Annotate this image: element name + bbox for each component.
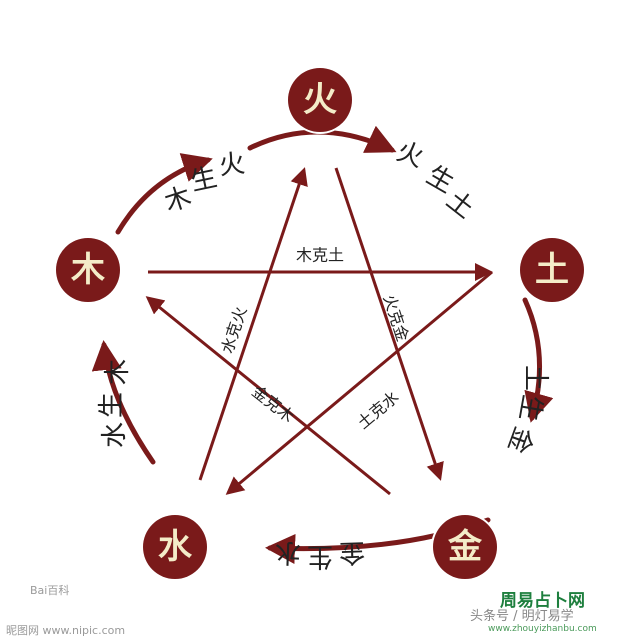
brand-watermark: 周易占卜网 xyxy=(500,591,585,611)
controlling-arrow-5 xyxy=(198,167,308,481)
toutiao-watermark: 头条号 / 明灯易学 xyxy=(470,609,574,624)
controlling-arrow-4 xyxy=(145,296,391,496)
generating-arrow-fire-earth xyxy=(247,125,397,153)
generating-label-char: 木 xyxy=(103,359,133,385)
controlling-arrow-2 xyxy=(334,167,444,481)
controlling-arrow-3 xyxy=(225,270,493,495)
element-label: 火 xyxy=(303,80,337,120)
controlling-label: 金克木 xyxy=(248,382,298,427)
baidu-watermark: Bai百科 xyxy=(30,584,70,597)
generating-label-char: 火 xyxy=(393,136,428,173)
generating-label-char: 水 xyxy=(100,422,130,448)
element-circle xyxy=(143,515,207,579)
element-label: 木 xyxy=(70,250,105,290)
generating-label-char: 生 xyxy=(307,541,333,571)
controlling-label: 火克金 xyxy=(380,292,413,344)
nipic-watermark: 昵图网 www.nipic.com xyxy=(6,624,126,637)
brand-url-watermark: www.zhouyizhanbu.com xyxy=(488,624,597,634)
element-circle xyxy=(56,238,120,302)
controlling-star xyxy=(145,167,493,496)
generating-label-char: 水 xyxy=(274,537,301,568)
generating-label-char: 金 xyxy=(338,537,365,568)
element-circle xyxy=(288,68,352,132)
element-node-water: 水 xyxy=(141,513,209,581)
controlling-label: 土克水 xyxy=(354,387,403,432)
element-node-wood: 木 xyxy=(54,236,122,304)
element-label: 金 xyxy=(447,527,483,567)
element-node-fire: 火 xyxy=(286,66,354,134)
generating-label-char: 土 xyxy=(520,365,550,391)
element-node-metal: 金 xyxy=(431,513,499,581)
generating-arrow-wood-fire xyxy=(115,153,213,235)
element-circle xyxy=(520,238,584,302)
generating-label-char: 火 xyxy=(217,149,246,182)
generating-label-char: 生 xyxy=(188,163,220,198)
element-label: 水 xyxy=(158,527,193,567)
generating-label-char: 生 xyxy=(513,393,547,424)
generating-label-char: 金 xyxy=(501,423,538,458)
element-node-earth: 土 xyxy=(518,236,586,304)
generating-label-char: 生 xyxy=(97,392,127,418)
controlling-label: 木克土 xyxy=(296,246,344,265)
element-label: 土 xyxy=(535,250,569,290)
generating-arrow-water-wood xyxy=(91,340,156,465)
generating-label-char: 木 xyxy=(161,182,195,219)
generating-arrow-earth-metal xyxy=(522,297,554,423)
element-circle xyxy=(433,515,497,579)
